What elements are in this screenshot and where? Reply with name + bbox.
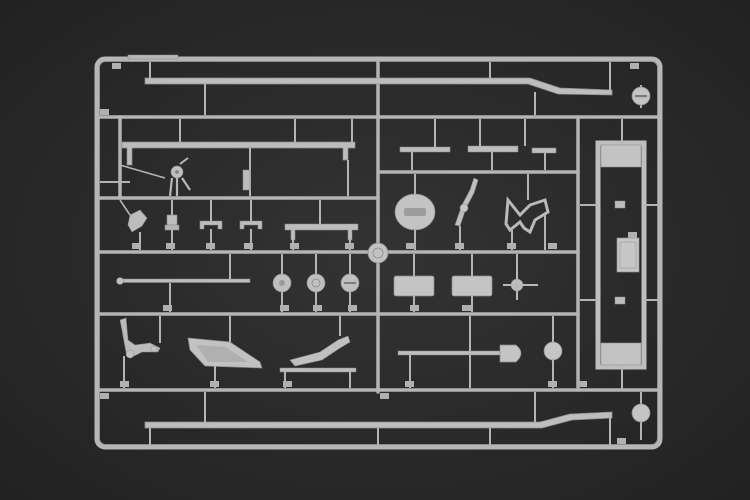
lever-wheel-part [100, 157, 191, 197]
sprue-stub [127, 54, 179, 60]
dome-part [394, 174, 436, 250]
box-part-1 [393, 254, 435, 312]
long-rail-bottom [144, 392, 613, 445]
top-center-brackets [399, 119, 557, 170]
tall-frame-panel [580, 119, 658, 390]
sprue-frame [94, 56, 663, 450]
round-knob-bottom-right [631, 392, 651, 440]
sprue-runners [97, 59, 660, 394]
triangular-bracket [187, 316, 263, 388]
long-rail-top [144, 62, 613, 115]
center-hub [367, 242, 389, 264]
round-disc-1 [272, 254, 292, 312]
part-number-tags [100, 63, 639, 444]
bracket-long [121, 119, 356, 196]
small-parts-row2 [119, 199, 359, 250]
box-part-2 [451, 254, 493, 312]
twin-arm-part [504, 174, 550, 250]
round-knob-top-right [631, 85, 651, 108]
star-part [503, 254, 538, 300]
